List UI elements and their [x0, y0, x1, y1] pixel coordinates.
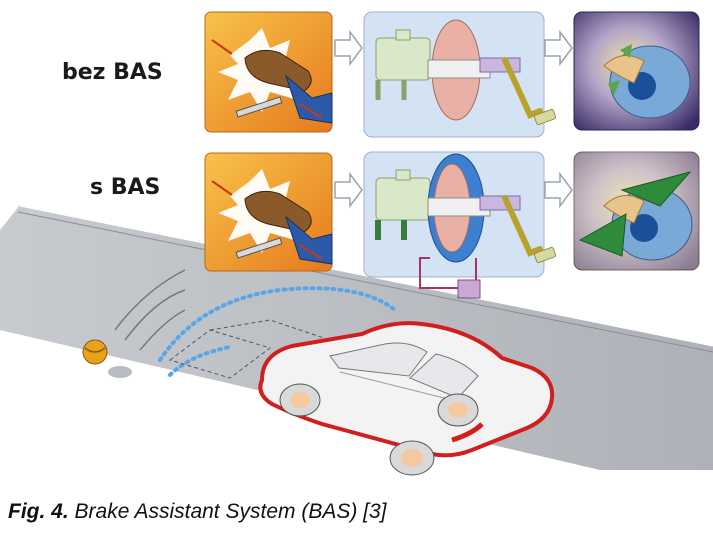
row-label-with-bas: s BAS	[90, 175, 161, 200]
brake-disc-icon	[573, 151, 700, 271]
lane-markings	[16, 336, 414, 486]
figure-caption-text: Brake Assistant System (BAS) [3]	[74, 500, 387, 523]
row-label-without-bas: bez BAS	[62, 60, 163, 85]
ball-icon	[82, 339, 132, 378]
trajectory-dots	[158, 286, 397, 377]
arrow-right-icon	[544, 171, 573, 209]
diagram-canvas	[0, 11, 713, 486]
figure-number: Fig. 4.	[8, 500, 69, 523]
brake-booster-icon	[363, 11, 557, 138]
motion-lines	[114, 269, 186, 351]
figure-caption: Fig. 4. Brake Assistant System (BAS) [3]	[8, 500, 387, 524]
arrow-right-icon	[544, 29, 573, 67]
car-icon	[258, 321, 555, 476]
row-with-bas	[204, 151, 700, 299]
foot-on-pedal-icon	[204, 152, 333, 272]
row-without-bas	[204, 11, 700, 138]
brake-booster-icon	[363, 151, 557, 299]
path-outline	[168, 319, 331, 379]
arrow-right-icon	[334, 29, 363, 67]
brake-disc-icon	[573, 11, 700, 131]
arrow-right-icon	[334, 171, 363, 209]
foot-on-pedal-icon	[204, 11, 333, 133]
